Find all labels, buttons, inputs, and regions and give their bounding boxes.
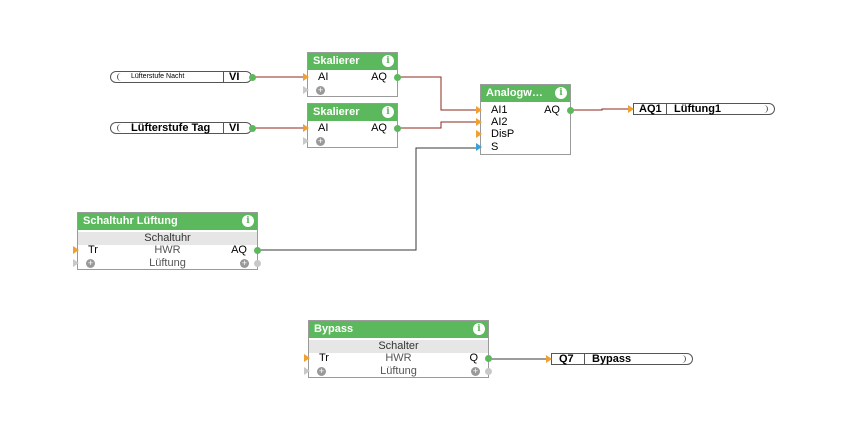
block-skalierer-1[interactable]: Skalierer i AI AQ + [303,52,401,97]
port-label-s: S [491,141,499,153]
block-skalierer-1-row-ai: AI AQ [303,71,401,84]
block-analogwert-row-ai1: AI1 AQ [476,104,574,117]
wire-schaltuhr-to-analog [259,147,477,251]
output-q7-id: Q7 [559,353,574,365]
block-skalierer-2-header[interactable]: Skalierer i [308,104,397,121]
block-skalierer-1-row-add: + [303,84,397,97]
input-luefterstufe-tag[interactable]: Lüfterstufe Tag VI [110,122,252,134]
input-port-tr[interactable] [73,246,79,254]
output-aq1-id: AQ1 [639,103,662,115]
output-q7-port[interactable] [546,355,552,363]
add-input-icon[interactable]: + [86,258,95,268]
port-label-aq: AQ [544,104,560,116]
block-schaltuhr-row-extra: + Lüftung + [73,257,261,270]
block-skalierer-2-title: Skalierer [313,106,360,118]
block-skalierer-1-title: Skalierer [313,55,360,67]
block-bypass[interactable]: Bypass i Schalter Tr HWR Q + Lüftung + [304,320,492,378]
input-port-ai1[interactable] [476,106,482,114]
output-port-aq[interactable] [394,125,401,132]
block-skalierer-2-row-add: + [303,135,397,148]
output-aq1-label: Lüftung1 [674,103,722,115]
port-label-q: Q [469,352,478,364]
port-label-aq: AQ [231,244,247,256]
info-icon[interactable]: i [242,215,254,227]
wire-analog-to-aq1 [570,108,630,111]
output-port-q[interactable] [485,355,492,362]
add-input-icon[interactable]: + [316,85,325,95]
block-skalierer-2-row-ai: AI AQ [303,122,401,135]
input-port-ai2[interactable] [476,118,482,126]
input-nacht-label: Lüfterstufe Nacht [131,73,185,80]
block-schaltuhr-subtitle: Schaltuhr [144,232,191,244]
add-input-icon[interactable]: + [317,366,326,376]
info-icon[interactable]: i [382,106,394,118]
block-schaltuhr-lueftung[interactable]: Schaltuhr Lüftung i Schaltuhr Tr HWR AQ … [73,212,261,270]
block-schaltuhr-extra: Lüftung [149,257,186,269]
input-port-ai[interactable] [303,73,309,81]
port-label-disp: DisP [491,128,515,140]
block-schaltuhr-title: Schaltuhr Lüftung [83,215,178,227]
output-port-aq[interactable] [567,107,574,114]
port-label-aq: AQ [371,122,387,134]
block-schaltuhr-subtitle-row: Schaltuhr [78,232,257,245]
port-label-ai1: AI1 [491,104,508,116]
port-label-tr: Tr [88,244,98,256]
input-port-disp[interactable] [476,130,482,138]
block-schaltuhr-row-tr: Tr HWR AQ [73,244,261,257]
info-icon[interactable]: i [473,323,485,335]
block-bypass-row-tr: Tr HWR Q [304,352,492,365]
block-analogwert-row-s: S [476,141,570,154]
block-bypass-subtitle-row: Schalter [309,340,488,353]
block-schaltuhr-header[interactable]: Schaltuhr Lüftung i [78,213,257,230]
block-analogwert-title: Analogw… [486,87,543,99]
input-nacht-port[interactable] [249,74,256,81]
input-tag-type: VI [229,122,240,134]
output-port-aq[interactable] [394,74,401,81]
block-bypass-row-extra: + Lüftung + [304,365,492,378]
block-bypass-subtitle: Schalter [378,340,419,352]
block-skalierer-2[interactable]: Skalierer i AI AQ + [303,103,401,148]
port-label-tr: Tr [319,352,329,364]
info-icon[interactable]: i [382,55,394,67]
output-aq1-luftung1[interactable]: AQ1 Lüftung1 [633,103,775,115]
port-label-ai: AI [318,122,329,134]
output-q7-bypass[interactable]: Q7 Bypass [551,353,693,365]
input-port-s[interactable] [476,143,482,151]
block-analogwert-row-disp: DisP [476,128,570,141]
input-tag-label: Lüfterstufe Tag [131,122,211,134]
input-port-tr[interactable] [304,354,310,362]
input-tag-port[interactable] [249,125,256,132]
output-aq1-port[interactable] [628,105,634,113]
block-schaltuhr-param: HWR [154,244,181,256]
port-label-ai2: AI2 [491,116,508,128]
block-bypass-param: HWR [385,352,412,364]
port-label-ai: AI [318,71,329,83]
info-icon[interactable]: i [555,87,567,99]
add-input-icon[interactable]: + [316,136,325,146]
output-port-aq[interactable] [254,247,261,254]
block-analogwert-header[interactable]: Analogw… i [481,85,570,102]
output-q7-label: Bypass [592,353,632,365]
block-analogwert[interactable]: Analogw… i AI1 AQ AI2 DisP S [476,84,574,155]
block-bypass-title: Bypass [314,323,354,335]
add-output-icon[interactable]: + [240,258,249,268]
input-port-ai[interactable] [303,124,309,132]
input-nacht-type: VI [229,71,240,83]
input-luefterstufe-nacht[interactable]: Lüfterstufe Nacht VI [110,71,252,83]
block-bypass-header[interactable]: Bypass i [309,321,488,338]
block-bypass-extra: Lüftung [380,365,417,377]
wire-skalierer2-to-analog [398,121,477,129]
port-label-aq: AQ [371,71,387,83]
block-analogwert-row-ai2: AI2 [476,116,570,129]
wire-skalierer1-to-analog [398,76,477,111]
add-output-icon[interactable]: + [471,366,480,376]
block-skalierer-1-header[interactable]: Skalierer i [308,53,397,70]
